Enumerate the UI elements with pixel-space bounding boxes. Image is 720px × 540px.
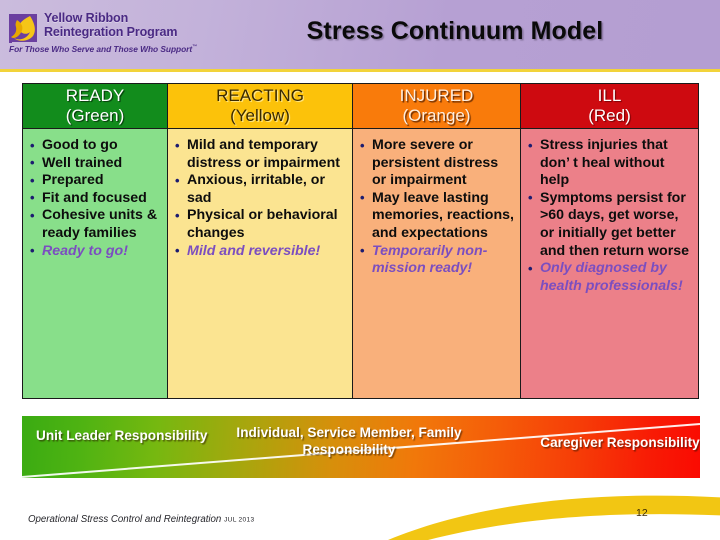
unit-leader-responsibility-label: Unit Leader Responsibility xyxy=(36,428,207,445)
column-header-injured-name: INJURED xyxy=(399,86,474,105)
list-item: Stress injuries that don’ t heal without… xyxy=(527,137,692,190)
list-item: Prepared xyxy=(29,172,161,190)
column-header-ready-color: (Green) xyxy=(65,106,125,125)
table-body-row: Good to goWell trainedPreparedFit and fo… xyxy=(22,128,699,399)
injured-item-list: More severe or persistent distress or im… xyxy=(353,129,520,284)
column-header-ill-color: (Red) xyxy=(588,106,631,125)
column-header-ready: READY (Green) xyxy=(22,83,168,129)
list-item: Mild and reversible! xyxy=(174,242,346,261)
swoosh-icon xyxy=(388,495,720,540)
header-accent-rule xyxy=(0,69,720,72)
list-item: May leave lasting memories, reactions, a… xyxy=(359,189,514,243)
slide-header: Yellow Ribbon Reintegration Program For … xyxy=(0,0,720,69)
column-header-ill: ILL (Red) xyxy=(520,83,699,129)
table-header-row: READY (Green) REACTING (Yellow) INJURED … xyxy=(22,83,699,129)
list-item: Mild and temporary distress or impairmen… xyxy=(174,136,346,172)
list-item: Only diagnosed by health professionals! xyxy=(527,260,692,295)
column-header-reacting-name: REACTING xyxy=(216,86,304,105)
list-item: Good to go xyxy=(29,137,161,155)
list-item: Ready to go! xyxy=(29,242,161,261)
page-number: 12 xyxy=(636,507,648,519)
list-item: More severe or persistent distress or im… xyxy=(359,137,514,190)
list-item: Anxious, irritable, or sad xyxy=(174,172,346,207)
decorative-swoosh xyxy=(380,486,720,540)
caregiver-responsibility-label: Caregiver Responsibility xyxy=(540,435,700,452)
column-body-ill: Stress injuries that don’ t heal without… xyxy=(520,128,699,399)
footer-source-text: Operational Stress Control and Reintegra… xyxy=(28,514,222,525)
responsibility-gradient-bar: Unit Leader Responsibility Individual, S… xyxy=(22,416,700,478)
ready-item-list: Good to goWell trainedPreparedFit and fo… xyxy=(23,129,167,266)
responsibility-divider-line xyxy=(22,423,700,478)
trademark-mark: ™ xyxy=(192,44,198,51)
footer-source-note: Operational Stress Control and Reintegra… xyxy=(28,514,254,525)
list-item: Symptoms persist for >60 days, get worse… xyxy=(527,189,692,260)
column-header-ill-name: ILL xyxy=(597,86,622,105)
logo-tagline: For Those Who Serve and Those Who Suppor… xyxy=(9,44,197,54)
page-title: Stress Continuum Model xyxy=(306,17,604,45)
logo-wordmark: Yellow Ribbon Reintegration Program xyxy=(44,11,177,39)
list-item: Temporarily non-mission ready! xyxy=(359,242,514,278)
list-item: Well trained xyxy=(29,154,161,173)
column-header-injured-color: (Orange) xyxy=(402,106,471,125)
individual-responsibility-text: Individual, Service Member, Family Respo… xyxy=(236,425,462,457)
unit-leader-responsibility-text: Unit Leader Responsibility xyxy=(36,428,208,443)
list-item: Cohesive units & ready families xyxy=(29,207,161,242)
column-body-ready: Good to goWell trainedPreparedFit and fo… xyxy=(22,128,168,399)
list-item: Fit and focused xyxy=(29,189,161,208)
column-header-injured: INJURED (Orange) xyxy=(352,83,521,129)
column-header-reacting-color: (Yellow) xyxy=(230,106,290,125)
caregiver-responsibility-text: Caregiver Responsibility xyxy=(540,435,700,450)
logo-line-1: Yellow Ribbon xyxy=(44,11,129,25)
individual-responsibility-label: Individual, Service Member, Family Respo… xyxy=(214,425,484,458)
column-header-ready-name: READY xyxy=(65,86,125,105)
reacting-item-list: Mild and temporary distress or impairmen… xyxy=(168,129,352,266)
logo-tagline-text: For Those Who Serve and Those Who Suppor… xyxy=(9,44,193,54)
program-logo: Yellow Ribbon Reintegration Program For … xyxy=(8,11,198,61)
list-item: Physical or behavioral changes xyxy=(174,207,346,242)
logo-line-2: Reintegration Program xyxy=(44,25,178,39)
stress-continuum-table: READY (Green) REACTING (Yellow) INJURED … xyxy=(22,83,699,399)
yellow-ribbon-logo-icon xyxy=(9,14,37,43)
ill-item-list: Stress injuries that don’ t heal without… xyxy=(521,129,698,301)
footer-date: JUL 2013 xyxy=(224,516,255,524)
column-header-reacting: REACTING (Yellow) xyxy=(167,83,353,129)
column-body-injured: More severe or persistent distress or im… xyxy=(352,128,521,399)
column-body-reacting: Mild and temporary distress or impairmen… xyxy=(167,128,353,399)
